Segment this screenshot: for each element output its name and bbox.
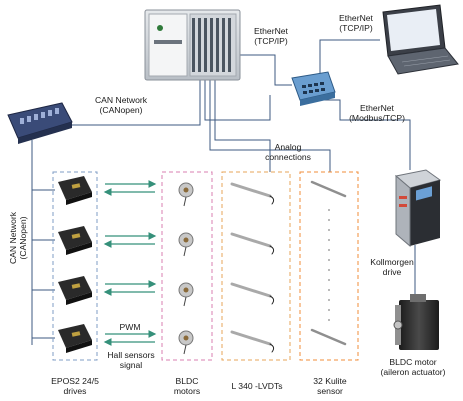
bldc-motor-aileron-icon — [394, 294, 439, 350]
epos-drive-icon — [58, 276, 92, 305]
kulite-sensor-icon — [312, 330, 345, 344]
bldc-motor-icon — [179, 331, 193, 354]
hall-sensors-label: Hall sensors signal — [98, 350, 164, 370]
epos-drive-icon — [58, 226, 92, 255]
lvdt-icon — [232, 234, 274, 254]
kollmorgen-drive-label: Kollmorgen drive — [362, 257, 422, 277]
can-network-top-label: CAN Network (CANopen) — [84, 95, 158, 115]
lvdt-icon — [232, 184, 274, 204]
ethernet-tcpip-label-2: EtherNet (TCP/IP) — [328, 13, 384, 33]
bldc-motors-label: BLDC motors — [160, 376, 214, 396]
laptop-icon — [383, 5, 458, 74]
signal-arrows — [105, 184, 155, 342]
bldc-motor-icon — [179, 233, 193, 256]
kulite-sensors — [312, 182, 345, 344]
epos-drive-icon — [58, 324, 92, 353]
ethernet-switch-icon — [292, 72, 335, 106]
can-interface-icon — [8, 103, 72, 144]
lvdt-icon — [232, 332, 274, 352]
epos2-drives-label: EPOS2 24/5 drives — [40, 376, 110, 396]
lvdt-icon — [232, 284, 274, 304]
bldc-motor-icon — [179, 183, 193, 206]
pwm-label: PWM — [108, 322, 152, 332]
kulite-group-box — [300, 172, 358, 360]
kollmorgen-drive-icon — [396, 170, 440, 246]
analog-connections-label: Analog connections — [250, 142, 326, 162]
kulite-sensor-icon — [312, 182, 345, 196]
ethernet-modbus-label: EtherNet (Modbus/TCP) — [340, 103, 414, 123]
can-network-side-label: CAN Network (CANopen) — [8, 198, 28, 278]
epos-drive-icon — [58, 176, 92, 205]
lvdts-label: L 340 -LVDTs — [222, 381, 292, 391]
pxi-chassis — [145, 10, 240, 80]
ethernet-tcpip-label-1: EtherNet (TCP/IP) — [245, 26, 297, 46]
kulite-sensor-label: 32 Kulite sensor — [300, 376, 360, 396]
epos-drives — [58, 176, 92, 353]
bldc-motor-icon — [179, 283, 193, 306]
bldc-motor-aileron-label: BLDC motor (aileron actuator) — [368, 357, 458, 377]
lvdts — [232, 184, 274, 352]
bldc-motors — [179, 183, 193, 354]
